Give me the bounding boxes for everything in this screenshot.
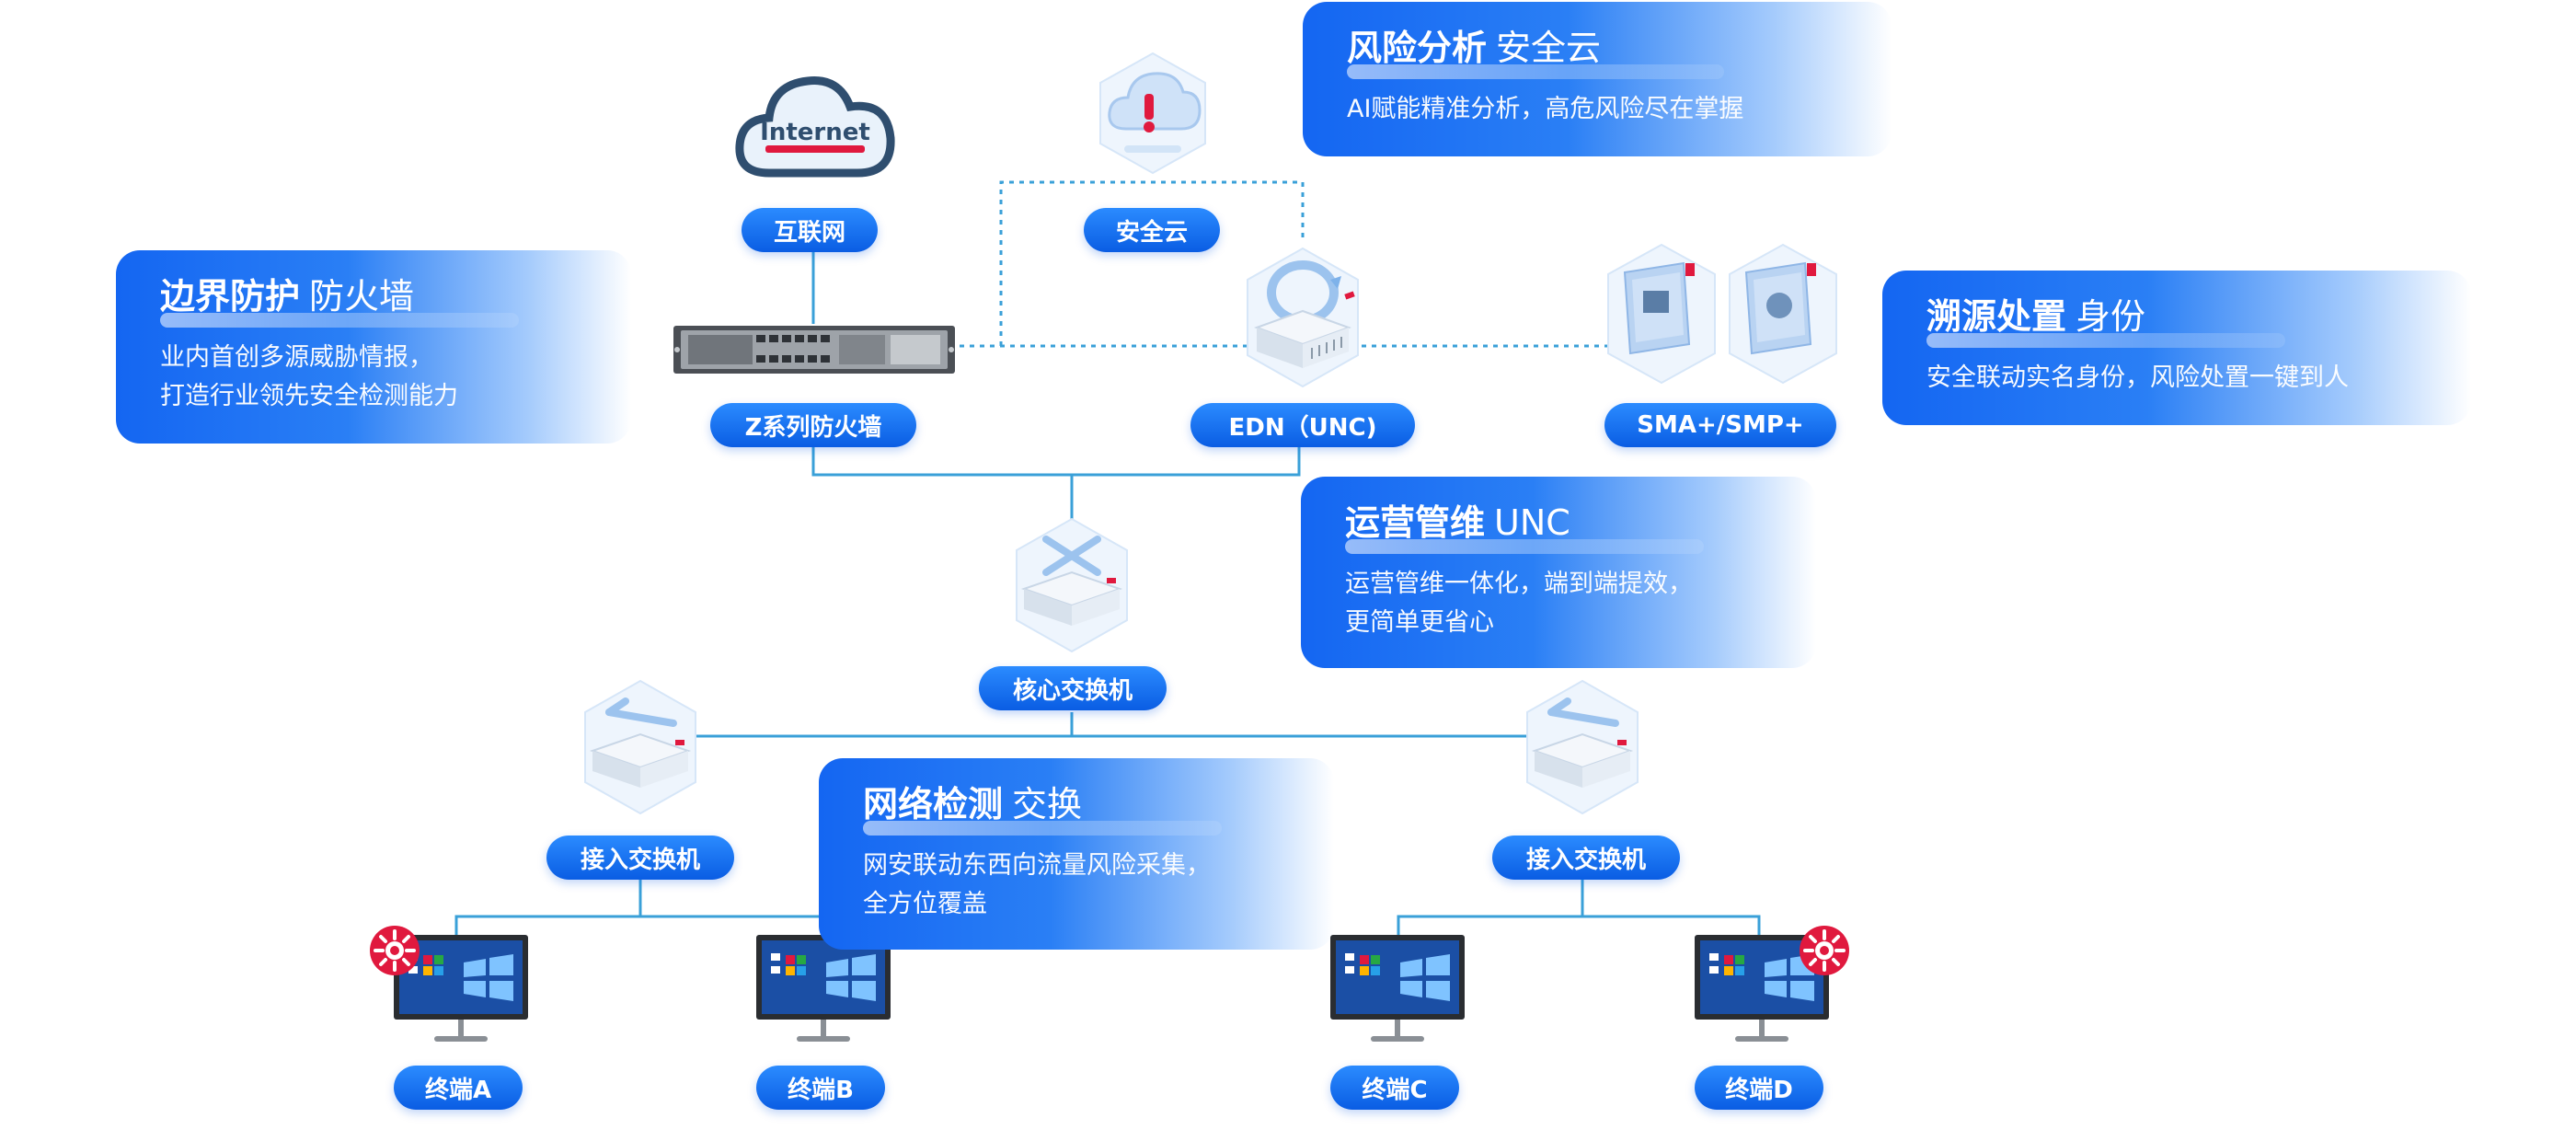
node-label-access-switch-left: 接入交换机 [546,836,734,880]
card-description: 网安联动东西向流量风险采集， 全方位覆盖 [863,847,1211,924]
monitor-icon [394,935,528,1042]
card-desc-line: 更简单更省心 [1345,608,1494,637]
card-description: AI赋能精准分析，高危风险尽在掌握 [1347,90,1743,129]
card-title: 网络检测交换 [863,782,1082,826]
card-desc-line: AI赋能精准分析，高危风险尽在掌握 [1347,95,1744,123]
virus-icon [1800,926,1849,975]
node-label-terminal-b: 终端B [756,1066,885,1110]
card-title: 边界防护防火墙 [160,274,414,318]
node-label-terminal-c: 终端C [1330,1066,1459,1110]
card-desc-line: 运营管维一体化，端到端提效， [1345,570,1693,598]
card-title-underline [1345,539,1704,554]
card-desc-line: 打造行业领先安全检测能力 [160,382,458,410]
card-title: 溯源处置身份 [1926,294,2145,339]
feature-card-border: 边界防护防火墙 业内首创多源威胁情报， 打造行业领先安全检测能力 [116,250,631,444]
card-title-light: UNC [1494,502,1570,543]
card-title-light: 防火墙 [309,276,415,317]
link-right-terminals [1397,915,1761,937]
link-firewall-edn-bus [811,444,1301,477]
card-title-bold: 运营管维 [1345,502,1486,543]
feature-card-detect: 网络检测交换 网安联动东西向流量风险采集， 全方位覆盖 [819,758,1334,950]
firewall-rack-icon [673,326,955,374]
node-label-security-cloud: 安全云 [1084,208,1220,252]
card-title-bold: 溯源处置 [1926,296,2067,337]
card-description: 业内首创多源威胁情报， 打造行业领先安全检测能力 [160,339,458,416]
virus-icon [370,926,420,975]
node-label-core-switch: 核心交换机 [979,666,1167,710]
alert-cloud-icon [1099,52,1206,175]
switch-icon [1526,679,1639,815]
sma-device-icon [1607,243,1837,385]
node-label-terminal-d: 终端D [1695,1066,1823,1110]
monitor-icon [1695,935,1829,1042]
card-description: 运营管维一体化，端到端提效， 更简单更省心 [1345,565,1693,642]
card-title-light: 安全云 [1496,28,1602,68]
switch-icon [1016,517,1128,653]
node-label-edn: EDN（UNC) [1190,403,1415,447]
link-left-terminals [454,915,826,937]
switch-icon [584,679,696,815]
node-label-internet: 互联网 [742,208,878,252]
card-title: 风险分析安全云 [1347,26,1601,70]
card-title-bold: 风险分析 [1347,28,1488,68]
edn-device-icon [1247,247,1359,388]
card-description: 安全联动实名身份，风险处置一键到人 [1926,359,2349,398]
card-title-light: 交换 [1012,784,1083,824]
card-desc-line: 安全联动实名身份，风险处置一键到人 [1926,363,2349,392]
card-title-light: 身份 [2076,296,2146,337]
card-title-underline [1926,333,2285,348]
card-title-underline [863,821,1222,836]
card-title-underline [160,313,519,328]
node-label-access-switch-right: 接入交换机 [1492,836,1680,880]
monitor-icon [756,935,891,1042]
node-label-terminal-a: 终端A [394,1066,523,1110]
card-title-bold: 边界防护 [160,276,301,317]
internet-logo-text: Internet [760,119,870,146]
feature-card-trace: 溯源处置身份 安全联动实名身份，风险处置一键到人 [1882,271,2471,425]
node-label-firewall: Z系列防火墙 [710,403,916,447]
card-title-underline [1347,64,1724,79]
card-desc-line: 网安联动东西向流量风险采集， [863,851,1211,880]
feature-card-risk: 风险分析安全云 AI赋能精准分析，高危风险尽在掌握 [1303,2,1892,156]
card-desc-line: 全方位覆盖 [863,890,987,918]
node-label-sma: SMA+/SMP+ [1604,403,1836,447]
cloud-icon: Internet [735,76,895,178]
link-cloud-dashed [999,180,1305,346]
monitor-icon [1330,935,1465,1042]
card-title-bold: 网络检测 [863,784,1004,824]
card-desc-line: 业内首创多源威胁情报， [160,343,433,372]
